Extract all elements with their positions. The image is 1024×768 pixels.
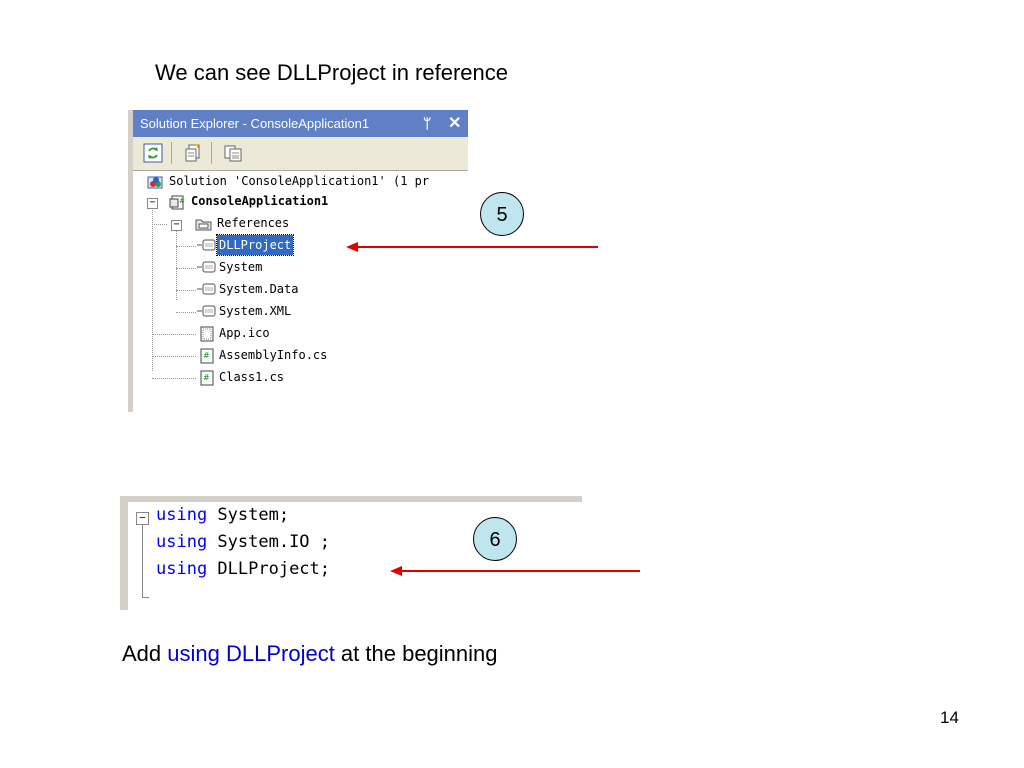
editor-top-edge	[120, 496, 582, 502]
tree-item-label: Solution 'ConsoleApplication1' (1 pr	[169, 174, 430, 188]
tree-guide	[176, 268, 196, 269]
tree-item-label: References	[217, 216, 290, 230]
tree-item-reference-dllproject[interactable]: DLLProject	[197, 234, 397, 256]
callout-arrow-5	[346, 242, 598, 252]
code-text: System;	[207, 505, 290, 525]
solution-explorer-title: Solution Explorer - ConsoleApplication1	[140, 116, 370, 131]
tree-item-reference-system[interactable]: System	[197, 257, 397, 277]
tree-item-solution[interactable]: Solution 'ConsoleApplication1' (1 pr	[145, 171, 465, 191]
code-keyword: using	[156, 505, 208, 525]
caption-text: Add	[122, 641, 168, 666]
tree-guide	[152, 378, 196, 379]
tree-item-reference-system-data[interactable]: System.Data	[197, 279, 397, 299]
code-line-1: using System;	[156, 502, 289, 529]
tree-item-reference-system-xml[interactable]: System.XML	[197, 301, 397, 321]
csharp-project-icon: #	[169, 195, 185, 210]
tree-item-project[interactable]: # ConsoleApplication1	[169, 191, 459, 211]
code-region-bracket	[142, 525, 149, 598]
tree-item-label: AssemblyInfo.cs	[219, 348, 328, 362]
refresh-icon[interactable]	[143, 143, 163, 163]
tree-guide	[176, 246, 196, 247]
tree-guide	[152, 334, 196, 335]
caption-text: at the beginning	[334, 641, 498, 666]
toolbar-separator	[211, 142, 212, 164]
pin-icon[interactable]: ᛘ	[423, 115, 432, 131]
editor-left-gutter	[120, 496, 128, 610]
close-icon[interactable]: ✕	[448, 115, 462, 132]
tree-guide	[176, 312, 196, 313]
code-keyword: using	[156, 559, 208, 579]
tree-item-references[interactable]: References	[195, 213, 395, 233]
svg-text:#: #	[179, 197, 185, 205]
code-line-3: using DLLProject;	[156, 556, 330, 583]
toolbar-separator	[171, 142, 172, 164]
collapse-references-toggle[interactable]: −	[171, 220, 182, 231]
caption-code: using DLLProject	[167, 641, 335, 666]
solution-explorer-panel: Solution Explorer - ConsoleApplication1 …	[128, 110, 468, 412]
tree-item-file-assemblyinfo[interactable]: # AssemblyInfo.cs	[199, 345, 399, 365]
page-number: 14	[940, 708, 959, 727]
tree-guide	[176, 290, 196, 291]
code-editor[interactable]: using System; using System.IO ; using DL…	[120, 496, 582, 610]
tree-item-label: App.ico	[219, 326, 270, 340]
callout-arrow-6	[390, 566, 640, 576]
csharp-file-icon: #	[200, 348, 214, 364]
tree-item-label: System.Data	[219, 282, 299, 296]
solution-explorer-toolbar	[133, 137, 468, 171]
code-text: System.IO ;	[207, 532, 331, 552]
references-folder-icon	[195, 219, 212, 231]
solution-explorer-titlebar[interactable]: Solution Explorer - ConsoleApplication1 …	[133, 110, 468, 137]
tree-item-label: ConsoleApplication1	[191, 194, 329, 208]
tree-item-label: DLLProject	[215, 234, 295, 256]
tree-guide	[152, 356, 196, 357]
collapse-project-toggle[interactable]: −	[147, 198, 158, 209]
panel-left-edge	[128, 110, 133, 412]
assembly-reference-icon	[197, 305, 216, 317]
slide-title: We can see DLLProject in reference	[155, 60, 508, 85]
code-line-2: using System.IO ;	[156, 529, 330, 556]
slide-caption: Add using DLLProject at the beginning	[122, 641, 498, 667]
tree-item-file-app-ico[interactable]: App.ico	[199, 323, 399, 343]
callout-badge-6: 6	[473, 517, 517, 561]
assembly-reference-icon	[197, 239, 216, 251]
tree-item-label: Class1.cs	[219, 370, 285, 384]
solution-tree: Solution 'ConsoleApplication1' (1 pr − #…	[133, 171, 468, 412]
tree-item-file-class1[interactable]: # Class1.cs	[199, 367, 399, 387]
properties-icon[interactable]	[183, 143, 203, 163]
assembly-reference-icon	[197, 261, 216, 273]
svg-text:#: #	[203, 373, 210, 382]
callout-badge-5: 5	[480, 192, 524, 236]
code-text: DLLProject;	[207, 559, 331, 579]
tree-guide	[152, 224, 167, 225]
assembly-reference-icon	[197, 283, 216, 295]
svg-text:#: #	[203, 351, 210, 360]
icon-file-icon	[200, 326, 214, 342]
show-all-files-icon[interactable]	[223, 143, 243, 163]
tree-item-label: System.XML	[219, 304, 292, 318]
tree-guide	[176, 223, 177, 300]
solution-icon	[147, 176, 163, 189]
csharp-file-icon: #	[200, 370, 214, 386]
code-keyword: using	[156, 532, 208, 552]
tree-guide	[152, 201, 153, 371]
tree-item-label: System	[219, 260, 263, 274]
code-collapse-toggle[interactable]: −	[136, 512, 149, 525]
